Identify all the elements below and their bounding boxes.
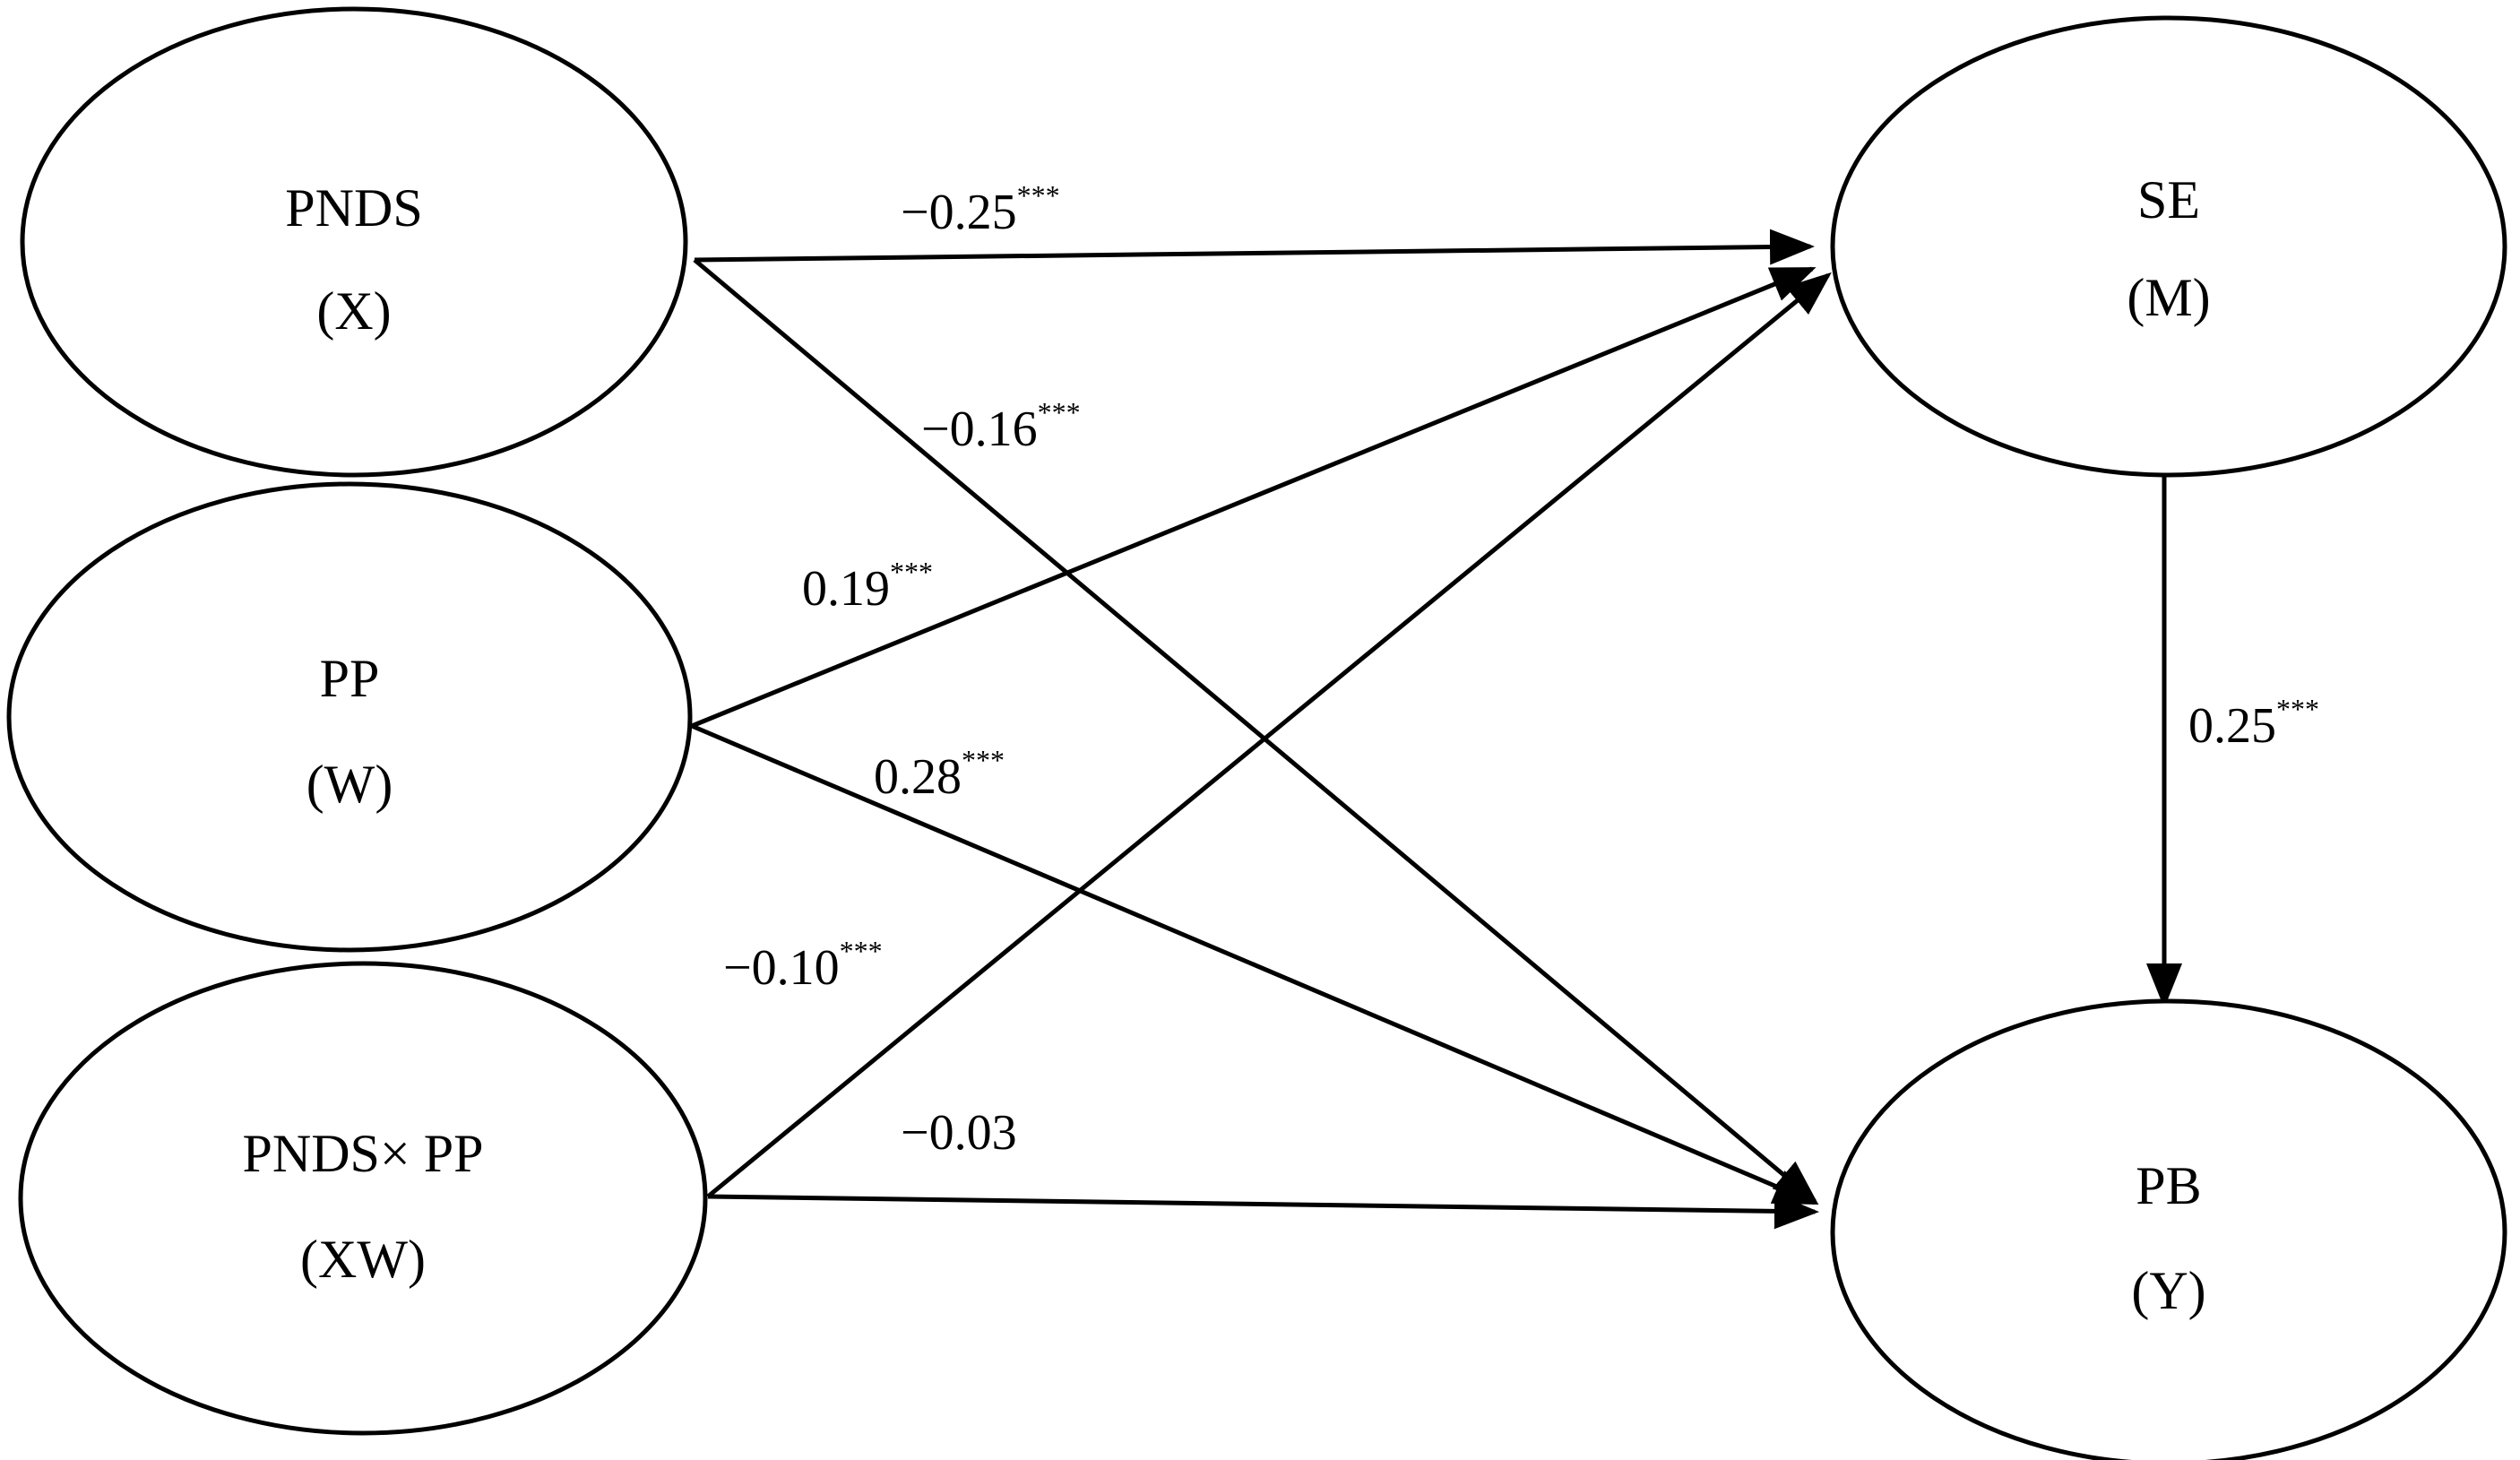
edge-pp-se (691, 266, 1817, 729)
node-interaction-ellipse (18, 961, 708, 1436)
node-pp-ellipse (6, 481, 693, 953)
node-pb-name: PB (2136, 1156, 2201, 1215)
node-pb-symbol: (Y) (2131, 1261, 2205, 1320)
node-se: SE (M) (1830, 15, 2507, 478)
edge-pp-pb (691, 723, 1819, 1205)
node-interaction-symbol: (XW) (300, 1230, 426, 1289)
node-pnds: PNDS (X) (20, 6, 688, 478)
node-pnds-name: PNDS (285, 178, 422, 238)
edge-interaction-se (706, 272, 1832, 1198)
coefficient-labels: −0.25*** −0.16*** 0.19*** 0.28*** −0.10*… (723, 179, 2319, 1161)
coef-pp-se: 0.19*** (802, 556, 933, 617)
coef-se-pb: 0.25*** (2188, 693, 2319, 754)
coef-interaction-se: −0.10*** (723, 935, 883, 996)
node-pnds-symbol: (X) (316, 281, 391, 341)
node-pp-symbol: (W) (306, 755, 393, 814)
node-pb: PB (Y) (1830, 998, 2507, 1460)
coef-interaction-pb: −0.03 (901, 1105, 1017, 1161)
edge-pnds-pb (693, 258, 1818, 1205)
node-interaction: PNDS× PP (XW) (18, 961, 708, 1436)
edge-pnds-se (694, 229, 1815, 265)
node-pb-ellipse (1830, 998, 2507, 1460)
node-interaction-name: PNDS× PP (243, 1124, 484, 1183)
node-se-symbol: (M) (2127, 268, 2210, 327)
node-pnds-ellipse (20, 6, 688, 478)
node-pp-name: PP (320, 649, 380, 708)
coef-pp-pb: 0.28*** (874, 744, 1005, 805)
edge-interaction-pb (707, 1193, 1819, 1230)
node-se-ellipse (1830, 15, 2507, 478)
edges (691, 229, 2182, 1230)
node-se-name: SE (2137, 170, 2200, 229)
coef-pnds-se: −0.25*** (901, 179, 1060, 240)
node-pp: PP (W) (6, 481, 693, 953)
coef-pnds-pb: −0.16*** (921, 396, 1081, 457)
